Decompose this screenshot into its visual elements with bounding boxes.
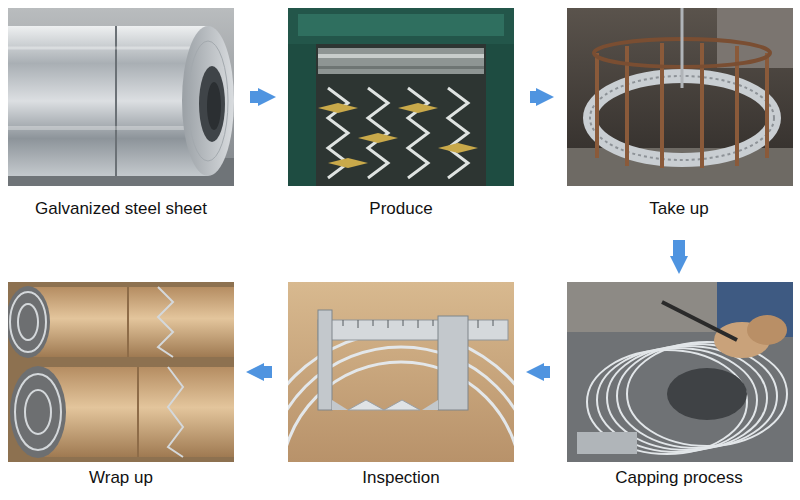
flow-arrow [530, 91, 536, 103]
photo-detail [8, 286, 50, 358]
photo-detail [448, 88, 468, 178]
photo-detail [358, 133, 398, 143]
step-caption: Wrap up [4, 468, 238, 488]
photo-detail [318, 320, 508, 340]
photo-detail [8, 8, 234, 186]
photo-detail [384, 400, 420, 410]
photo-detail [700, 43, 704, 168]
photo-detail [681, 8, 684, 88]
photo-detail [288, 44, 316, 186]
photo-detail [207, 82, 221, 130]
capping-photo [567, 282, 793, 462]
photo-panel: Capping process [562, 282, 796, 492]
photo-detail [627, 342, 787, 446]
step-caption: Galvanized steel sheet [4, 199, 238, 219]
photo-detail [318, 310, 332, 410]
photo-detail [25, 390, 51, 434]
connector-group [250, 97, 679, 372]
photo-detail [343, 320, 344, 326]
photo-detail [662, 302, 737, 340]
photo-detail [318, 48, 484, 74]
step-caption: Capping process [562, 468, 796, 488]
photo-detail [288, 8, 514, 44]
photo-detail [318, 66, 484, 69]
photo-detail [590, 76, 774, 160]
photo-detail [332, 400, 348, 410]
photo-detail [765, 53, 769, 158]
flow-arrow [544, 366, 550, 378]
photo-detail [288, 8, 514, 186]
photo-detail [182, 26, 234, 176]
photo-panel: Galvanized steel sheet [4, 8, 238, 228]
photo-detail [348, 400, 384, 410]
photo-detail [438, 143, 478, 153]
photo-detail [328, 88, 468, 178]
take-up-photo [567, 8, 793, 186]
photo-detail [199, 66, 225, 142]
photo-detail [328, 158, 368, 168]
photo-detail [137, 367, 139, 457]
photo-detail [567, 282, 793, 462]
photo-detail [438, 316, 468, 410]
photo-detail [590, 76, 774, 160]
flow-arrow [673, 240, 685, 256]
step-caption: Produce [284, 199, 518, 219]
photo-detail [373, 320, 374, 326]
photo-detail [8, 47, 208, 50]
photo-detail [10, 287, 183, 457]
photo-detail [318, 103, 478, 168]
photo-detail [127, 287, 129, 357]
step-caption: Take up [562, 199, 796, 219]
flow-arrow [264, 366, 272, 378]
photo-detail [10, 366, 66, 458]
photo-detail [595, 53, 599, 158]
photo-detail [8, 126, 208, 130]
flow-arrow [250, 91, 258, 103]
photo-detail [418, 320, 419, 328]
photo-detail [38, 367, 234, 457]
photo-detail [18, 304, 38, 340]
photo-detail [403, 320, 404, 326]
photo-detail [28, 287, 234, 357]
photo-detail [388, 320, 389, 328]
photo-detail [408, 88, 428, 178]
photo-detail [298, 14, 504, 36]
photo-panel: Inspection [284, 282, 518, 492]
photo-detail [493, 320, 494, 326]
photo-detail [10, 292, 46, 352]
photo-panel: Take up [562, 8, 796, 228]
photo-detail [667, 368, 747, 420]
step-caption: Inspection [284, 468, 518, 488]
photo-detail [478, 320, 479, 328]
photo-detail [660, 43, 664, 168]
photo-detail [188, 41, 228, 161]
photo-detail [567, 8, 793, 186]
photo-detail [358, 320, 359, 328]
photo-detail [318, 54, 484, 58]
photo-panel: Wrap up [4, 282, 238, 492]
photo-detail [486, 44, 514, 186]
photo-detail [422, 400, 438, 410]
photo-detail [617, 344, 777, 448]
photo-detail [168, 367, 183, 457]
photo-detail [433, 320, 434, 326]
photo-detail [747, 315, 787, 345]
photo-detail [158, 287, 173, 357]
photo-detail [15, 374, 61, 450]
photo-detail [318, 103, 358, 113]
photo-detail [8, 26, 208, 176]
machine-photo [288, 8, 514, 186]
photo-panel: Produce [284, 8, 518, 228]
steel-coil-photo [8, 8, 234, 186]
wrapped-rolls-photo [8, 282, 234, 462]
photo-detail [577, 432, 637, 454]
photo-detail [398, 103, 438, 113]
inspection-photo [288, 282, 514, 462]
